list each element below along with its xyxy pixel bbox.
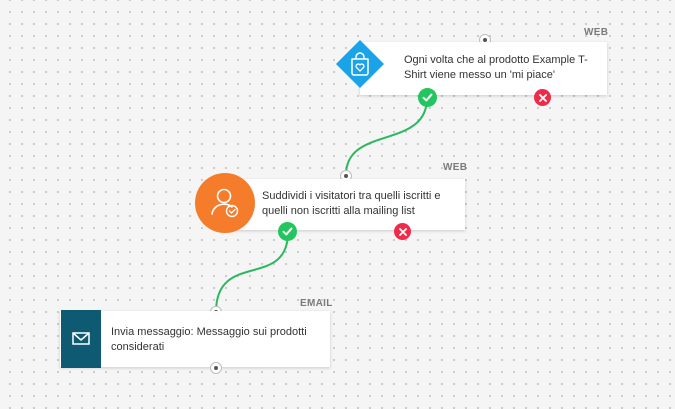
no-branch-close-icon[interactable]: [394, 223, 411, 240]
node-card[interactable]: Ogni volta che al prodotto Example T-Shi…: [360, 42, 607, 95]
node-description: Suddividi i visitatori tra quelli iscrit…: [262, 190, 441, 217]
connector-condition-to-action: [215, 231, 289, 313]
node-card[interactable]: Suddividi i visitatori tra quelli iscrit…: [225, 179, 465, 230]
envelope-icon: [61, 310, 101, 368]
channel-label: WEB: [584, 27, 609, 38]
node-card[interactable]: Invia messaggio: Messaggio sui prodotti …: [60, 311, 330, 367]
user-check-icon: [195, 173, 255, 233]
no-branch-close-icon[interactable]: [534, 89, 551, 106]
yes-branch-check-icon[interactable]: [418, 88, 437, 107]
channel-label: WEB: [443, 162, 468, 173]
connector-trigger-to-condition: [345, 97, 428, 176]
channel-label: EMAIL: [300, 298, 333, 309]
node-description: Invia messaggio: Messaggio sui prodotti …: [111, 326, 307, 353]
yes-branch-check-icon[interactable]: [278, 222, 297, 241]
output-port[interactable]: [210, 362, 222, 374]
node-description: Ogni volta che al prodotto Example T-Shi…: [404, 54, 588, 81]
shopping-bag-heart-icon: [335, 39, 385, 89]
